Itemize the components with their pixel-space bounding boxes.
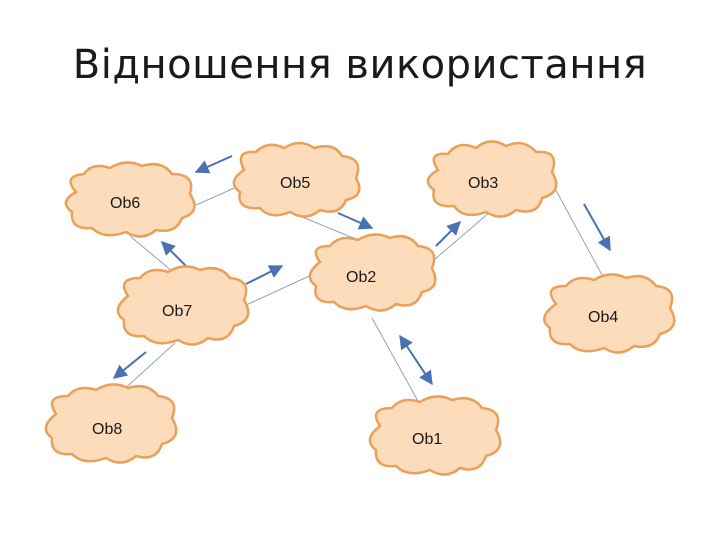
node-ob4: Ob4 [543,273,676,354]
dependency-arrows [112,155,611,386]
cloud-shape [543,273,676,354]
node-ob7: Ob7 [116,265,250,346]
node-label: Ob3 [468,175,498,192]
arrow-ob7-to-ob8 [112,351,147,379]
cloud-shape [426,140,558,218]
arrow-ob7-to-ob2 [245,265,284,285]
arrow-ob5-to-ob6 [194,155,233,174]
node-ob1: Ob1 [368,395,502,476]
node-label: Ob7 [162,303,192,320]
node-ob8: Ob8 [44,383,178,464]
node-ob5: Ob5 [232,141,361,218]
node-label: Ob1 [412,431,442,448]
cloud-shape [368,395,502,476]
node-label: Ob5 [280,175,310,192]
node-ob6: Ob6 [64,161,196,238]
cloud-shape [44,383,178,464]
cloud-shape [232,141,361,218]
arrow-ob1-ob2 [399,334,433,386]
node-label: Ob8 [92,421,122,438]
node-label: Ob4 [588,309,618,326]
link-ob2-ob1 [371,317,425,413]
arrow-ob5-to-ob2 [337,212,374,230]
arrow-ob2-to-ob3 [435,221,461,247]
node-ob2: Ob2 [308,233,437,312]
node-label: Ob6 [110,195,140,212]
arrow-ob3-to-ob4 [583,203,611,252]
link-ob3-ob4 [551,182,609,287]
node-label: Ob2 [346,269,376,286]
node-ob3: Ob3 [426,140,558,218]
cloud-shape [308,233,437,312]
cloud-shape [116,265,250,346]
link-ob7-ob2 [243,271,319,307]
page-title: Відношення використання [72,42,648,88]
cloud-shape [64,161,196,238]
